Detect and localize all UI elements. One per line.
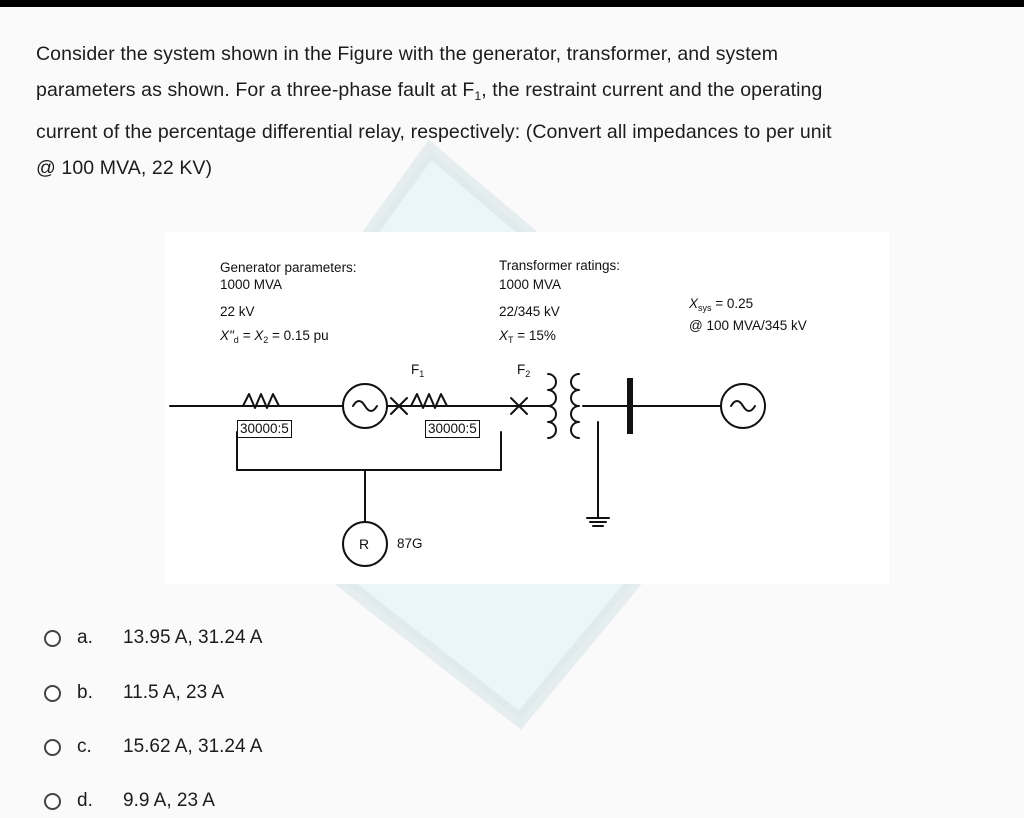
fault-f1-text: F <box>411 362 420 377</box>
option-c[interactable]: c. 15.62 A, 31.24 A <box>44 732 424 762</box>
option-c-text: 15.62 A, 31.24 A <box>123 736 263 757</box>
reactance-x2: = X <box>238 328 264 343</box>
relay-code: 87G <box>397 536 423 551</box>
transformer-ratings-title: Transformer ratings: <box>499 258 621 273</box>
reactance-x2-sub: 2 <box>263 335 269 345</box>
ct1-ratio: 30000:5 <box>237 420 292 438</box>
option-d-radio[interactable] <box>44 792 61 810</box>
fault-f1-sub: 1 <box>419 369 425 379</box>
option-b-letter: b. <box>77 682 93 703</box>
xt-value: = 15% <box>513 328 556 343</box>
option-d-text: 9.9 A, 23 A <box>123 790 215 811</box>
transformer-reactance: XT = 15% <box>499 328 556 348</box>
question-line-4: @ 100 MVA, 22 KV) <box>36 157 213 179</box>
fault-f2-label: F2 <box>517 362 530 382</box>
option-d-letter: d. <box>77 790 93 811</box>
xsys-value: = 0.25 <box>711 296 754 311</box>
question-line-2: parameters as shown. For a three-phase f… <box>36 72 986 114</box>
reactance-xd: X" <box>220 328 234 343</box>
system-reactance: Xsys = 0.25 <box>689 296 753 316</box>
system-wave-icon <box>730 400 756 412</box>
option-c-letter: c. <box>77 736 92 757</box>
fault-f1-label: F1 <box>411 362 424 382</box>
option-c-radio[interactable] <box>44 738 61 756</box>
xt-symbol: X <box>499 328 509 343</box>
relay-symbol <box>342 521 388 567</box>
xsys-sub: sys <box>698 303 712 313</box>
ct2-symbol <box>410 393 448 409</box>
question-text: Consider the system shown in the Figure … <box>36 36 986 186</box>
option-d[interactable]: d. 9.9 A, 23 A <box>44 786 424 816</box>
question-line-1: Consider the system shown in the Figure … <box>36 43 779 65</box>
generator-kv: 22 kV <box>220 304 255 319</box>
system-base: @ 100 MVA/345 kV <box>689 318 807 333</box>
question-line-2-start: parameters as shown. For a three-phase f… <box>36 79 475 101</box>
question-line-3: current of the percentage differential r… <box>36 121 832 143</box>
option-a[interactable]: a. 13.95 A, 31.24 A <box>44 623 424 653</box>
top-bar <box>0 0 1024 7</box>
reactance-xd-sub: d <box>233 335 239 345</box>
option-a-letter: a. <box>77 627 93 648</box>
generator-wave-icon <box>352 400 378 412</box>
generator-mva: 1000 MVA <box>220 277 283 292</box>
generator-params-title: Generator parameters: <box>220 260 357 275</box>
ct1-symbol <box>242 393 280 409</box>
fault-f2-sub: 2 <box>525 369 531 379</box>
fault-f2-text: F <box>517 362 526 377</box>
fault-subscript: 1 <box>474 89 482 103</box>
transformer-secondary-coil <box>570 373 580 439</box>
option-b-radio[interactable] <box>44 684 61 702</box>
transformer-mva: 1000 MVA <box>499 277 562 292</box>
option-a-text: 13.95 A, 31.24 A <box>123 627 263 648</box>
ct2-ratio: 30000:5 <box>425 420 480 438</box>
breaker-icon <box>627 378 633 434</box>
xt-sub: T <box>508 335 514 345</box>
transformer-kv: 22/345 kV <box>499 304 560 319</box>
xsys-symbol: X <box>689 296 699 311</box>
option-b[interactable]: b. 11.5 A, 23 A <box>44 678 424 708</box>
relay-letter: R <box>359 536 370 552</box>
option-a-radio[interactable] <box>44 629 61 647</box>
option-b-text: 11.5 A, 23 A <box>123 682 225 703</box>
question-line-2-end: , the restraint current and the operatin… <box>481 79 823 101</box>
reactance-value: = 0.15 pu <box>268 328 329 343</box>
generator-reactance: X"d = X2 = 0.15 pu <box>220 328 329 348</box>
transformer-primary-coil <box>547 373 557 439</box>
circuit-figure: 30000:5 30000:5 F1 F2 R 87G Generator pa… <box>165 232 889 584</box>
system-source-symbol <box>720 383 766 429</box>
circuit-diagram <box>169 373 766 567</box>
